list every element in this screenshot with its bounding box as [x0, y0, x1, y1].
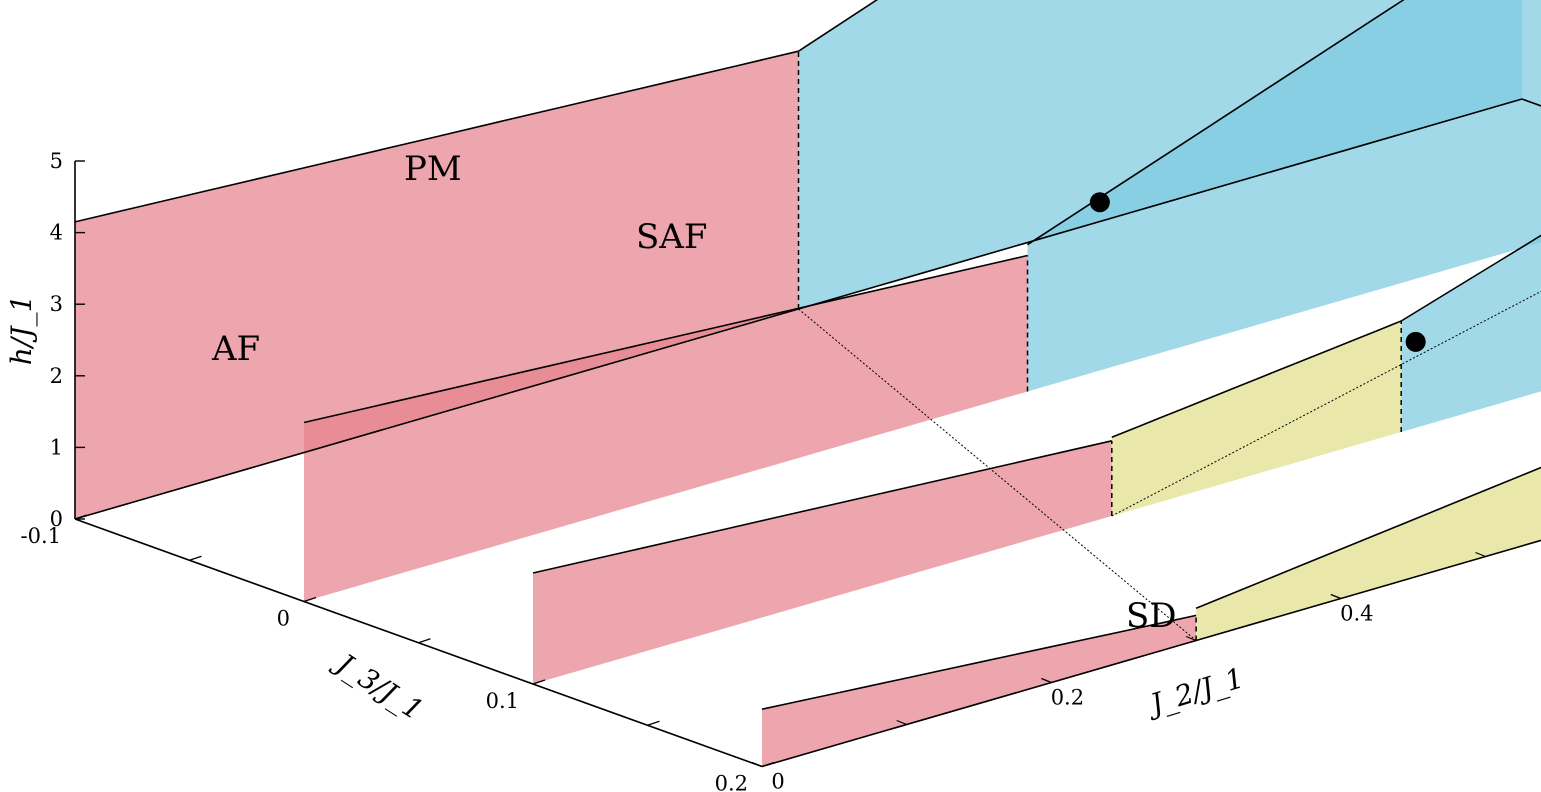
- z-tick-label-4: 4: [50, 221, 63, 245]
- x-axis-title: J_2/J_1: [1142, 661, 1248, 722]
- y-tick-label-2: 0.1: [486, 689, 519, 713]
- boundary-sd-3: [1195, 466, 1541, 610]
- region-face-af-1: [304, 255, 1028, 602]
- y-minor-tick-2: [647, 720, 660, 726]
- y-tick-label-3: 0.2: [715, 772, 748, 792]
- y-tick-2: [532, 679, 546, 685]
- critical-point-1: [1089, 192, 1110, 213]
- boundary-saf-1: [1027, 0, 1405, 246]
- boundary-af-3: [761, 614, 1197, 710]
- x-minor-tick-1: [1185, 635, 1197, 642]
- z-tick-label-1: 1: [50, 435, 63, 459]
- x-tick-0: [751, 761, 763, 768]
- boundary-lines: [74, 0, 1541, 710]
- back-floor-edge: [74, 98, 1523, 520]
- region-label-pm: PM: [404, 149, 462, 189]
- x-tick-label-1: 0.2: [1051, 686, 1084, 710]
- boundary-af-1: [303, 254, 1028, 424]
- region-face-sd-3: [1196, 467, 1541, 641]
- region-face-saf-1: [1027, 0, 1541, 392]
- region-face-af-2: [533, 440, 1112, 684]
- x-tick-1: [1041, 677, 1052, 684]
- y-tick-0: [74, 514, 88, 520]
- y-tick-1: [303, 596, 317, 603]
- y-tick-label-1: 0: [277, 607, 290, 631]
- x-minor-tick-2: [1475, 551, 1486, 558]
- boundary-saf-2: [1400, 234, 1541, 322]
- x-tick-label-2: 0.4: [1340, 602, 1373, 626]
- region-label-af: AF: [211, 329, 260, 369]
- y-tick-3: [761, 761, 775, 768]
- region-face-af-3: [762, 615, 1197, 767]
- region-face-af-0: [75, 51, 799, 519]
- z-tick-label-2: 2: [50, 364, 63, 388]
- phase-faces: [75, 0, 1541, 767]
- x-minor-tick-0: [896, 719, 907, 726]
- region-face-saf-2: [1401, 235, 1541, 432]
- guide-line-1: [1111, 290, 1541, 517]
- critical-point-2: [1405, 331, 1426, 352]
- y-minor-tick-1: [418, 638, 431, 644]
- boundary-af-0: [74, 50, 799, 223]
- boundary-sd-2: [1111, 320, 1402, 438]
- y-axis-title: J_3/J_1: [327, 644, 429, 726]
- region-label-sd: SD: [1126, 596, 1177, 636]
- z-tick-label-5: 5: [50, 149, 63, 173]
- region-face-sd-2: [1111, 321, 1402, 516]
- z-tick-label-3: 3: [50, 292, 63, 316]
- y-minor-tick-0: [189, 555, 202, 561]
- boundary-af-2: [532, 440, 1112, 574]
- x-tick-label-0: 0: [771, 770, 784, 792]
- region-label-saf: SAF: [636, 217, 707, 257]
- z-tick-label-0: 0: [50, 507, 63, 531]
- z-axis-title: h/J_1: [5, 295, 38, 366]
- x-tick-2: [1330, 593, 1342, 600]
- y-tick-label-0: -0.1: [21, 524, 62, 548]
